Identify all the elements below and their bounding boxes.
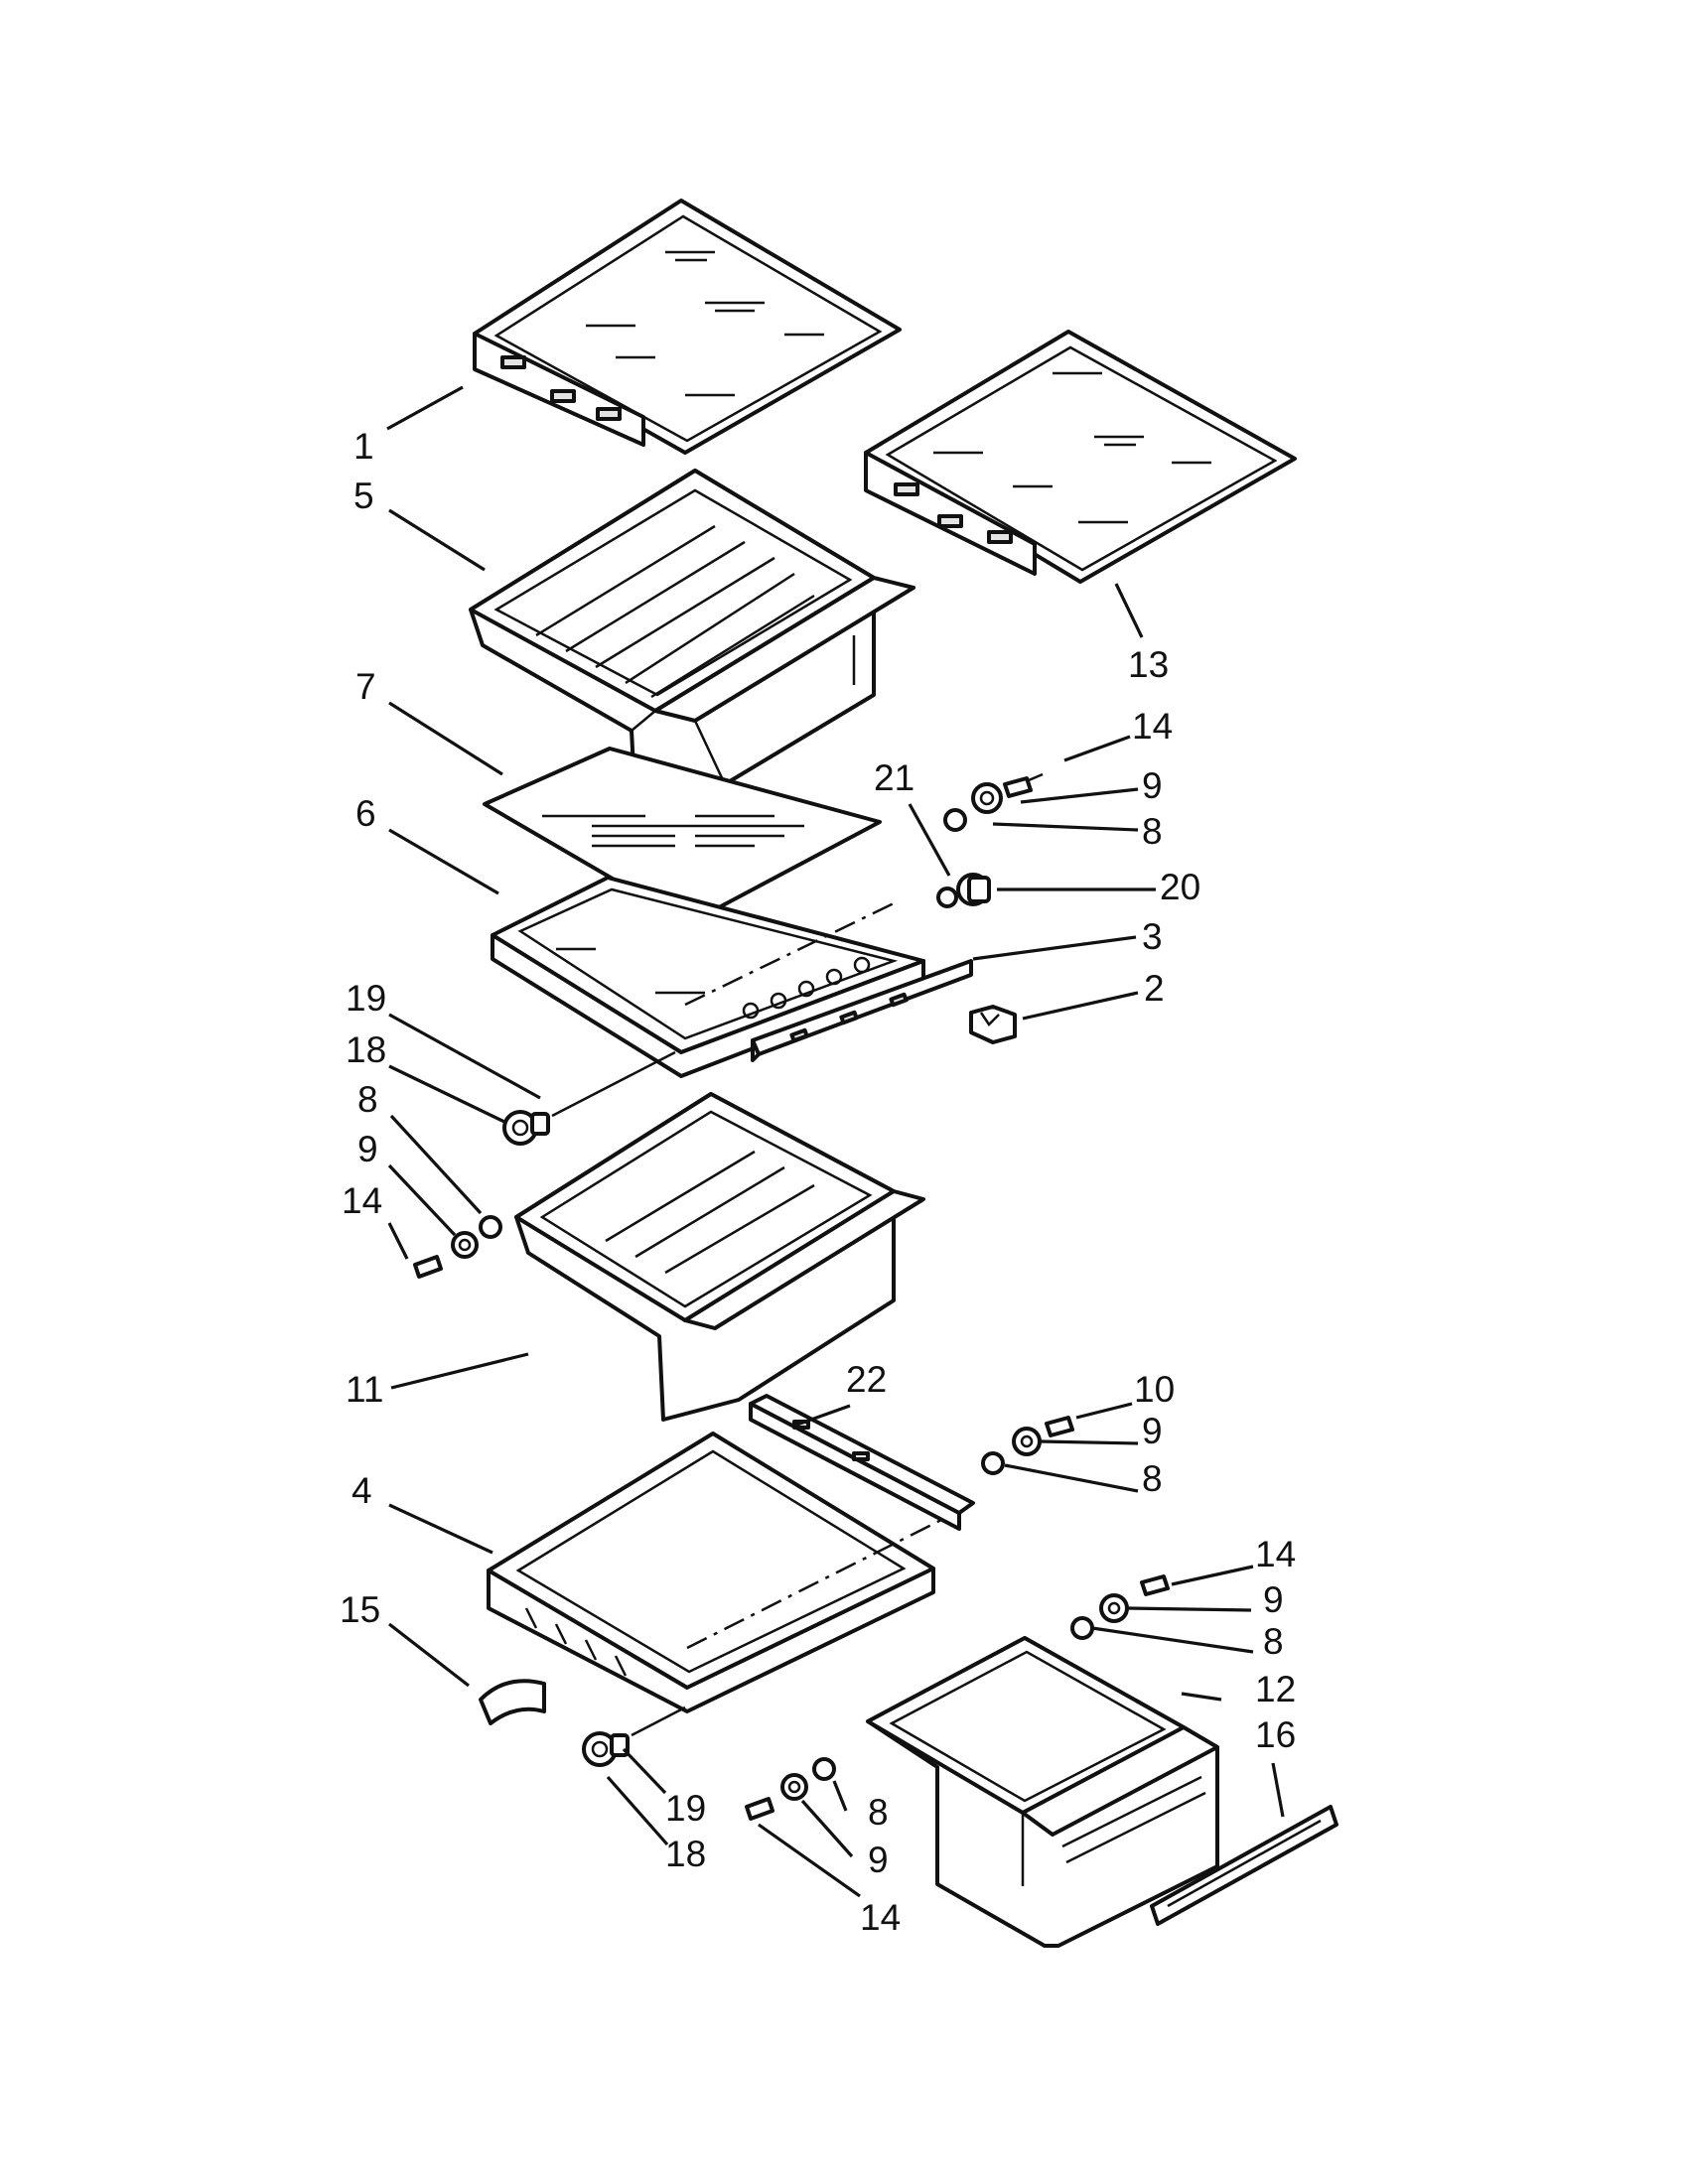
callout-18: 18	[346, 1029, 386, 1070]
callout-2: 2	[1144, 968, 1165, 1009]
callout-19b: 19	[665, 1788, 706, 1829]
part-16-handle-trim	[1150, 1805, 1338, 1926]
callout-11: 11	[346, 1369, 383, 1410]
callout-1: 1	[353, 426, 374, 467]
callout-16: 16	[1255, 1714, 1296, 1755]
callout-10: 10	[1134, 1369, 1175, 1410]
callout-8e: 8	[868, 1792, 889, 1833]
hardware-left-mid	[502, 1050, 676, 1146]
callout-19: 19	[346, 978, 386, 1019]
callout-9: 9	[1142, 765, 1163, 806]
callout-22: 22	[846, 1359, 887, 1400]
part-3-rail	[751, 959, 973, 1062]
callout-8: 8	[1142, 811, 1163, 852]
callout-labels: 1 5 13 14 7 21 9 8 6 20 3 2 19 18 8 9 14…	[340, 426, 1296, 1938]
callout-3: 3	[1142, 916, 1163, 957]
part-2-clip	[969, 1005, 1017, 1044]
callout-14b: 14	[342, 1180, 382, 1221]
callout-12: 12	[1255, 1669, 1296, 1709]
part-13-glass-shelf	[864, 330, 1297, 584]
callout-8b: 8	[357, 1079, 378, 1120]
callout-4: 4	[352, 1470, 372, 1511]
part-1-glass-shelf	[473, 199, 902, 455]
hardware-right-lower	[1070, 1574, 1170, 1640]
callout-9c: 9	[1142, 1411, 1163, 1451]
part-11-crisper-drawer	[514, 1092, 925, 1422]
callout-9e: 9	[868, 1840, 889, 1880]
hardware-left-lower	[413, 1215, 502, 1279]
callout-7: 7	[355, 666, 376, 707]
callout-18b: 18	[665, 1834, 706, 1874]
callout-15: 15	[340, 1589, 380, 1630]
part-5-crisper-drawer	[469, 469, 915, 808]
part-4-shelf-frame	[487, 1432, 944, 1713]
callout-14c: 14	[1255, 1534, 1296, 1574]
callout-8c: 8	[1142, 1458, 1163, 1499]
callout-8d: 8	[1263, 1621, 1284, 1662]
callout-14d: 14	[860, 1897, 901, 1938]
callout-21: 21	[874, 757, 914, 798]
leader-lines	[386, 385, 1285, 1898]
hardware-right-mid	[981, 1416, 1074, 1475]
callout-9b: 9	[357, 1129, 378, 1169]
hardware-upper-right	[936, 772, 1044, 908]
hardware-lower-center	[582, 1706, 686, 1767]
part-15-cover	[479, 1679, 546, 1725]
callout-20: 20	[1160, 867, 1200, 907]
callout-13: 13	[1128, 644, 1169, 685]
part-6-crisper-cover	[491, 876, 925, 1078]
callout-14: 14	[1132, 706, 1173, 747]
callout-6: 6	[355, 793, 376, 834]
hardware-bottom	[745, 1757, 836, 1821]
part-12-pan-drawer	[866, 1636, 1219, 1948]
callout-5: 5	[353, 476, 374, 516]
callout-9d: 9	[1263, 1579, 1284, 1620]
